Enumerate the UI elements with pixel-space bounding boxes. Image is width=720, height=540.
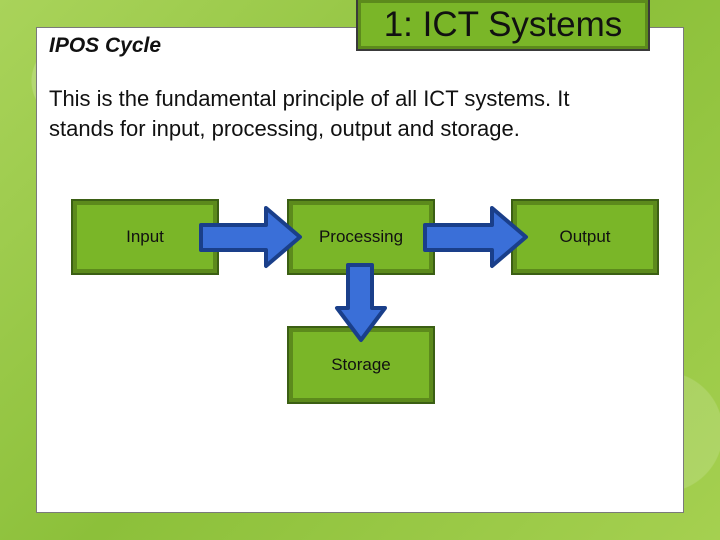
arrow-input-to-processing xyxy=(199,206,302,268)
output-node: Output xyxy=(513,201,657,273)
slide-subtitle: IPOS Cycle xyxy=(49,34,162,57)
body-line-1: This is the fundamental principle of all… xyxy=(49,86,570,111)
body-line-2: stands for input, processing, output and… xyxy=(49,116,520,141)
input-node: Input xyxy=(73,201,217,273)
body-text: This is the fundamental principle of all… xyxy=(49,84,649,144)
storage-node: Storage xyxy=(289,328,433,402)
title-box: 1: ICT Systems xyxy=(358,0,648,49)
arrow-processing-to-storage xyxy=(335,263,387,342)
arrow-processing-to-output xyxy=(423,206,528,268)
slide-title: 1: ICT Systems xyxy=(383,4,623,44)
